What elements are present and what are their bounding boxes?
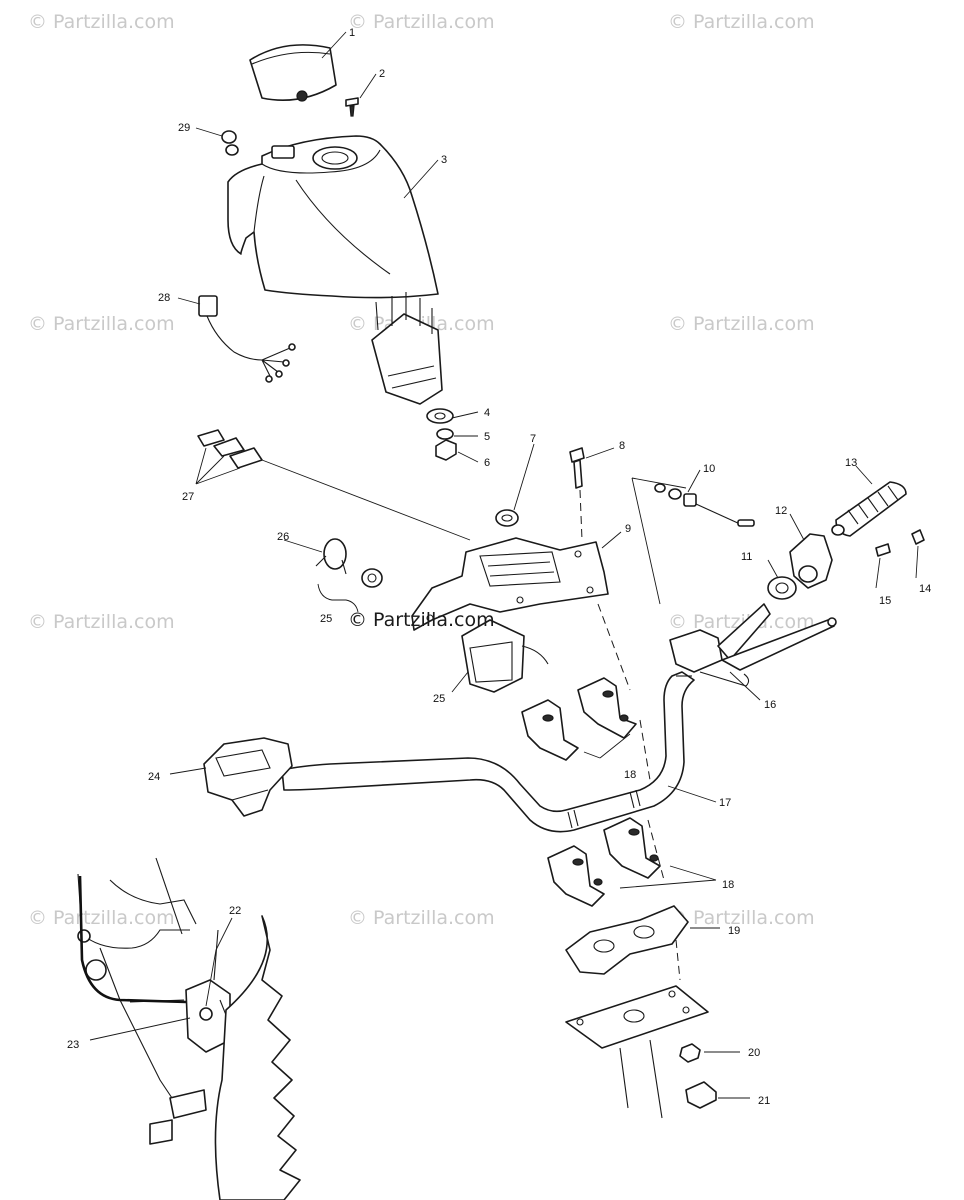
callout-labels: 1 2 29 3 28 4 5 6 27 7 8 9 10 11 12 13 1…: [67, 27, 931, 1107]
callout-29: 29: [178, 122, 190, 134]
part-29-grommet: [221, 130, 239, 156]
callout-2: 2: [379, 68, 385, 80]
callout-27: 27: [182, 491, 194, 503]
part-19-bar-adapter: [565, 905, 689, 975]
part-24-left-switch: [203, 737, 293, 817]
callout-15: 15: [879, 595, 891, 607]
callout-1: 1: [349, 27, 355, 39]
frame-and-brake-assembly: [77, 857, 301, 1200]
watermark: © Partzilla.com: [668, 611, 815, 633]
watermark: © Partzilla.com: [348, 907, 495, 929]
callout-17: 17: [719, 797, 731, 809]
part-4-washer: [426, 408, 454, 424]
callout-18-lower: 18: [722, 879, 734, 891]
part-5-lock-washer: [436, 428, 454, 440]
watermark: © Partzilla.com: [28, 313, 175, 335]
part-18-lower-clamps: [547, 817, 661, 907]
callout-23: 23: [67, 1039, 79, 1051]
part-28-wire-harness: [198, 295, 296, 383]
watermark: © Partzilla.com: [668, 907, 815, 929]
part-16-brake-lever: [669, 603, 837, 687]
part-3-pod-cover: [227, 135, 439, 299]
part-14-end-plug: [911, 529, 925, 545]
watermark: © Partzilla.com: [28, 907, 175, 929]
callout-4: 4: [484, 407, 490, 419]
callout-6: 6: [484, 457, 490, 469]
callout-11: 11: [741, 551, 752, 563]
part-6-nut: [435, 439, 457, 461]
part-26-key-switch: [315, 538, 383, 588]
watermark: © Partzilla.com: [28, 11, 175, 33]
part-10-adjuster-screw: [654, 483, 755, 527]
callout-28: 28: [158, 292, 170, 304]
part-2-screw: [345, 97, 359, 117]
steering-mount-plate: [565, 985, 709, 1119]
callout-16: 16: [764, 699, 776, 711]
part-20-nut: [679, 1043, 701, 1063]
part-8-bolt: [569, 447, 585, 489]
watermark-layer: © Partzilla.com © Partzilla.com © Partzi…: [28, 11, 815, 929]
callout-20: 20: [748, 1047, 760, 1059]
part-9-mounting-bracket: [411, 537, 609, 631]
callout-12: 12: [775, 505, 787, 517]
callout-26: 26: [277, 531, 289, 543]
callout-8: 8: [619, 440, 625, 452]
ignition-switch-assembly: [371, 292, 443, 405]
callout-21: 21: [758, 1095, 770, 1107]
callout-7: 7: [530, 433, 536, 445]
callout-25-upper: 25: [320, 613, 332, 625]
part-15-screw: [875, 543, 891, 557]
watermark: © Partzilla.com: [348, 11, 495, 33]
callout-leaders: [89, 31, 919, 1099]
center-watermark: © Partzilla.com: [348, 609, 495, 631]
part-27-switch-caps: [197, 429, 263, 469]
part-11-spacer: [767, 576, 797, 600]
part-1-gauge-cap: [249, 44, 337, 102]
callout-24: 24: [148, 771, 160, 783]
watermark: © Partzilla.com: [668, 313, 815, 335]
callout-25-lower: 25: [433, 693, 445, 705]
callout-19: 19: [728, 925, 740, 937]
part-7-bushing: [495, 509, 519, 527]
watermark: © Partzilla.com: [28, 611, 175, 633]
part-18-upper-clamps: [521, 677, 637, 761]
part-25-switch-housing: [461, 619, 549, 693]
callout-14: 14: [919, 583, 931, 595]
part-17-handlebar: [281, 671, 695, 833]
callout-18-upper: 18: [624, 769, 636, 781]
callout-22: 22: [229, 905, 241, 917]
callout-9: 9: [625, 523, 631, 535]
watermark: © Partzilla.com: [668, 11, 815, 33]
part-13-hand-grip: [831, 481, 907, 537]
callout-13: 13: [845, 457, 857, 469]
part-21-clip: [685, 1081, 717, 1109]
part-12-throttle-housing: [789, 533, 833, 589]
callout-10: 10: [703, 463, 715, 475]
callout-3: 3: [441, 154, 447, 166]
callout-5: 5: [484, 431, 490, 443]
